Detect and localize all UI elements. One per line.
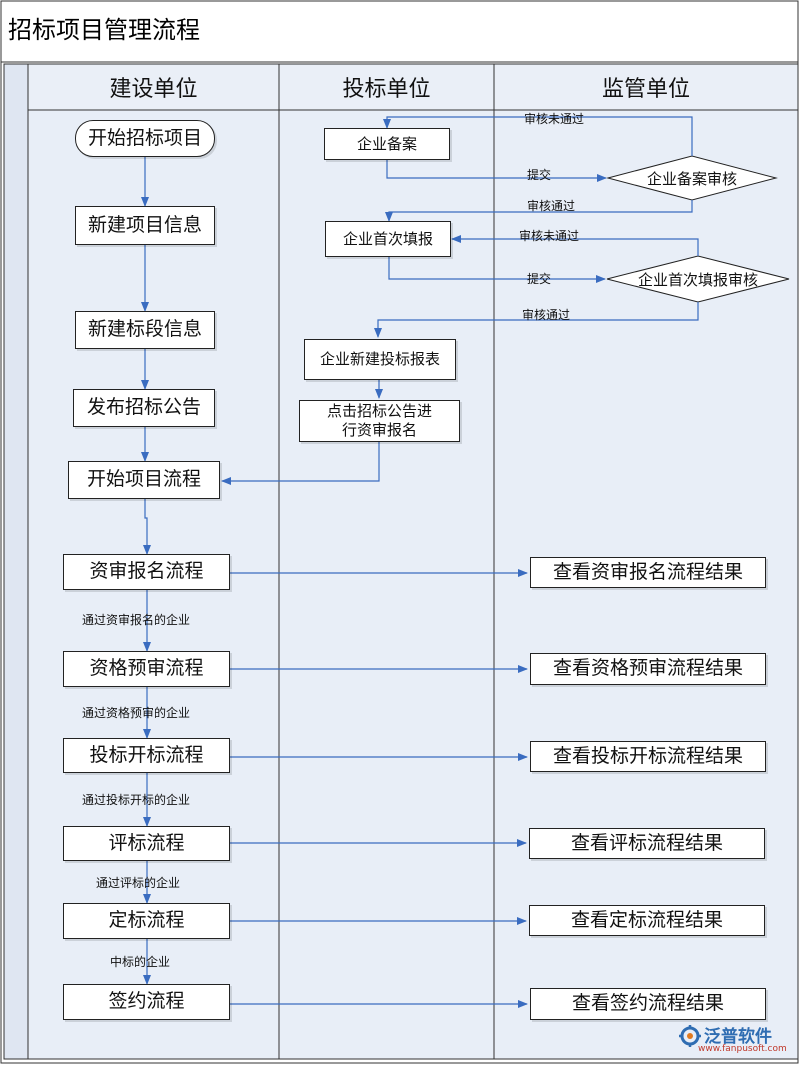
node-evaluate: 评标流程: [63, 826, 230, 861]
decision-diamond-first-fill: [606, 255, 790, 303]
node-view-evaluate: 查看评标流程结果: [529, 828, 765, 859]
decision-label-record-review: 企业备案审核: [646, 169, 737, 188]
edge-label-prequal: 通过资格预审的企业: [82, 706, 191, 720]
node-award: 定标流程: [63, 903, 230, 939]
node-start-flow: 开始项目流程: [68, 461, 220, 499]
flow-connectors: [141, 116, 699, 1008]
node-view-award: 查看定标流程结果: [529, 905, 765, 936]
edge-label-bid-open: 通过投标开标的企业: [82, 793, 191, 807]
edge-label-pass-1: 审核通过: [527, 199, 576, 213]
node-enterprise-new-bid: 企业新建投标报表: [304, 339, 456, 380]
node-click-signup: 点击招标公告进行资审报名: [299, 400, 460, 442]
page-title: 招标项目管理流程: [8, 16, 200, 44]
gear-logo-icon: [679, 1025, 701, 1047]
node-new-project: 新建项目信息: [75, 206, 215, 245]
node-prequal: 资格预审流程: [63, 651, 230, 687]
node-qual-signup: 资审报名流程: [63, 554, 230, 590]
edge-label-evaluate: 通过评标的企业: [96, 876, 181, 890]
lane-header-supervisor: 监管单位: [601, 77, 690, 102]
node-publish-notice: 发布招标公告: [73, 389, 215, 427]
node-start-bidding: 开始招标项目: [75, 120, 215, 157]
node-new-section: 新建标段信息: [75, 311, 215, 349]
edge-label-fail-1: 审核未通过: [524, 112, 585, 126]
node-enterprise-record: 企业备案: [324, 128, 450, 160]
watermark-name: 泛普软件: [704, 1027, 772, 1047]
lane-body-bidder: [278, 109, 495, 1060]
decision-label-first-fill-review: 企业首次填报审核: [637, 270, 758, 289]
node-contract: 签约流程: [63, 984, 230, 1020]
node-view-qual-signup: 查看资审报名流程结果: [530, 557, 766, 588]
watermark-url: www.fanpusoft.com: [698, 1044, 787, 1054]
edge-label-submit-2: 提交: [527, 272, 552, 286]
edge-label-award: 中标的企业: [110, 955, 171, 969]
node-view-contract: 查看签约流程结果: [530, 988, 766, 1020]
edge-label-qual-signup: 通过资审报名的企业: [82, 613, 191, 627]
lane-header-bidder: 投标单位: [342, 77, 431, 102]
edge-label-submit-1: 提交: [527, 168, 552, 182]
node-view-bid-open: 查看投标开标流程结果: [530, 741, 766, 772]
watermark-logo: 泛普软件 www.fanpusoft.com: [678, 1022, 794, 1058]
edge-label-pass-2: 审核通过: [522, 308, 571, 322]
node-enterprise-first-fill: 企业首次填报: [325, 221, 451, 257]
node-bid-open: 投标开标流程: [63, 738, 230, 773]
lane-header-builder: 建设单位: [109, 77, 198, 102]
edge-label-fail-2: 审核未通过: [519, 229, 580, 243]
node-view-prequal: 查看资格预审流程结果: [530, 653, 766, 685]
decision-diamond-record: [606, 155, 778, 201]
